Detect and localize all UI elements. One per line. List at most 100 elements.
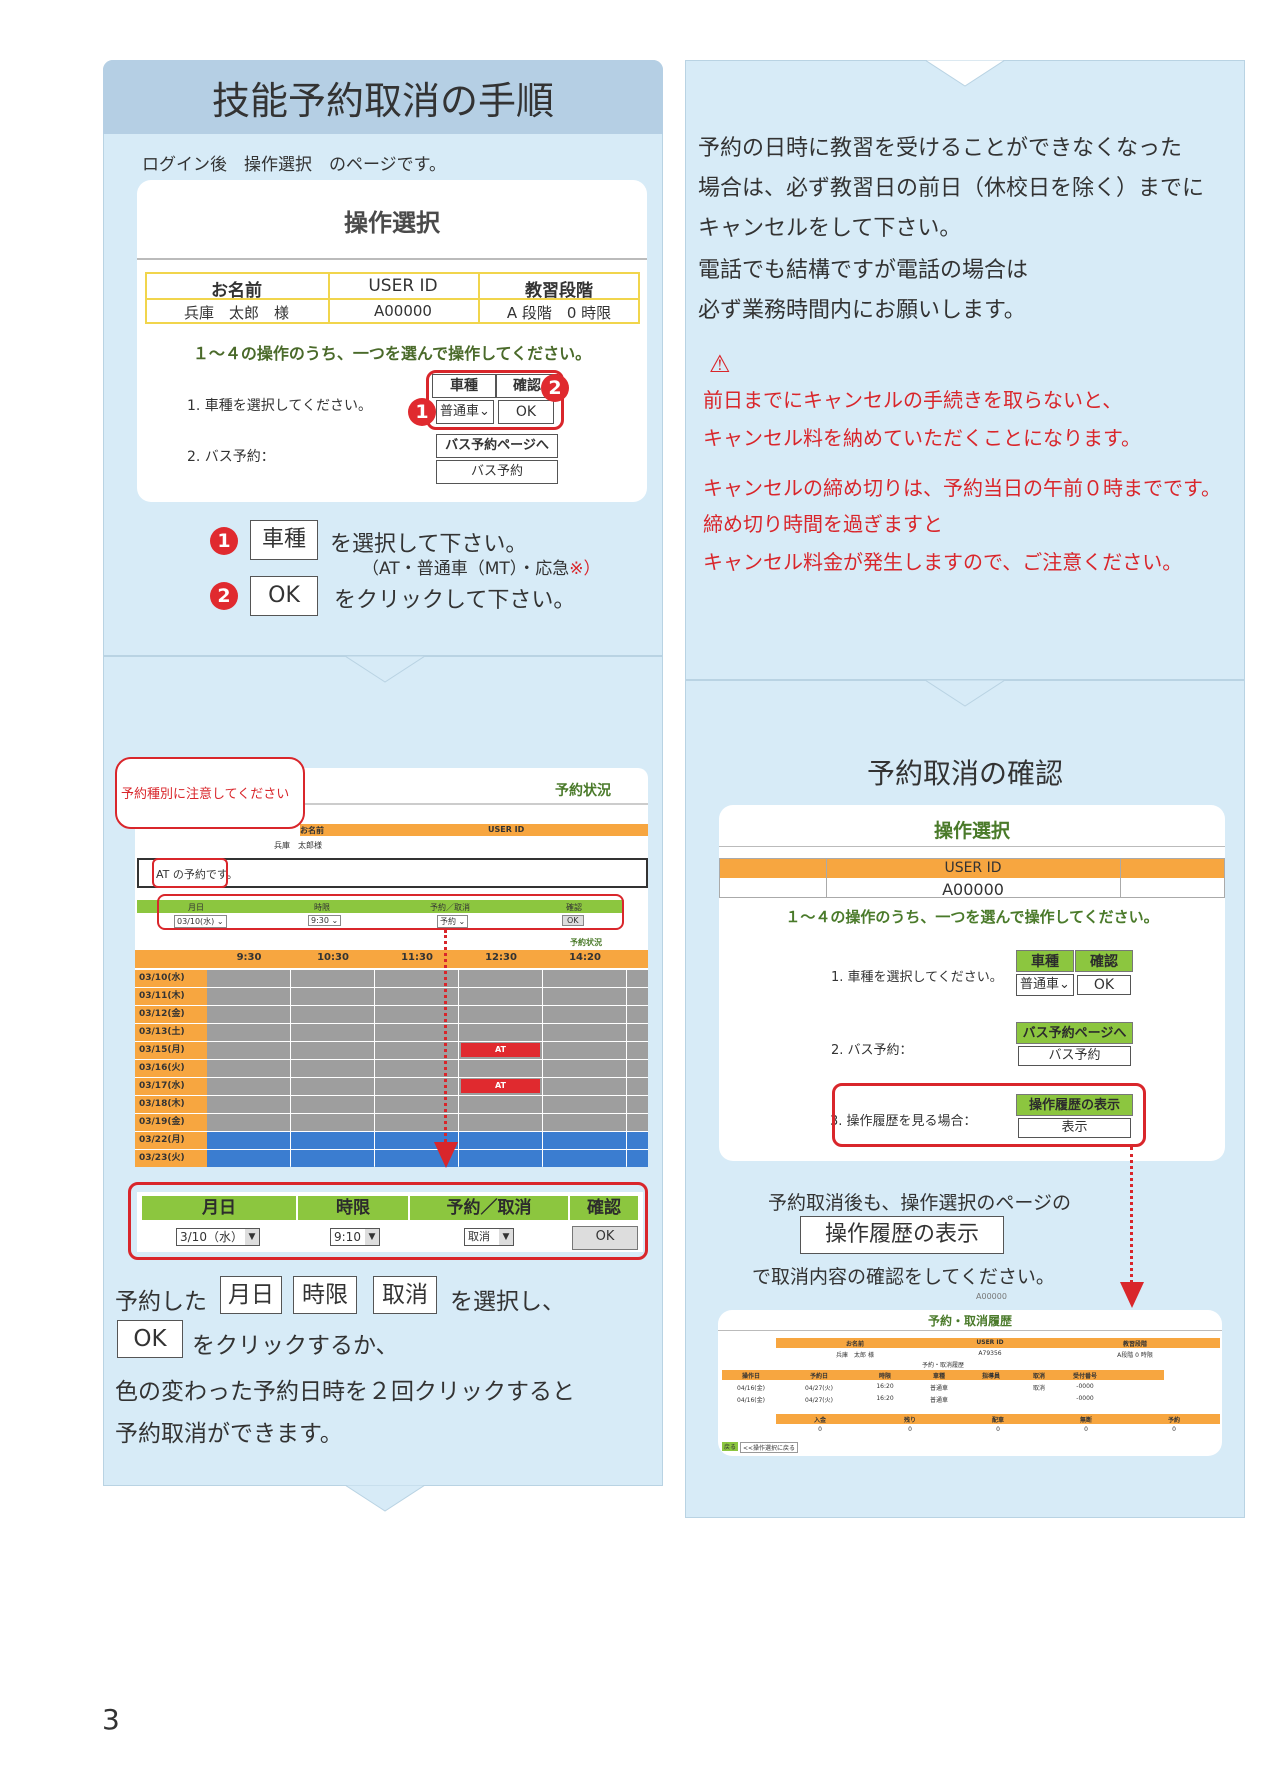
grid-date-7: 03/18(木) <box>135 1096 207 1113</box>
grid-date-9: 03/22(月) <box>135 1132 207 1149</box>
step1-marker: 1 <box>210 527 238 555</box>
history-sum-band <box>776 1414 1220 1424</box>
info-col-line1 <box>328 272 330 324</box>
box-period: 時限 <box>293 1276 357 1314</box>
arrow-line-left <box>444 930 447 1142</box>
arrow-line-right <box>1130 1147 1133 1283</box>
chevron-down-icon: ▼ <box>245 1229 259 1245</box>
grid-slot <box>627 1042 648 1059</box>
confirm-card-divider <box>719 846 1225 847</box>
grid-slot <box>543 1132 626 1149</box>
grid-slot <box>291 1042 374 1059</box>
grid-slot <box>207 1060 290 1077</box>
grid-date-3: 03/13(土) <box>135 1024 207 1041</box>
history-info-header: お名前 <box>845 1341 864 1348</box>
history-info-value: A段階 0 時限 <box>1117 1352 1153 1359</box>
history-row-2-cell: 16:20 <box>876 1395 894 1402</box>
big-period-value: 9:10 <box>334 1230 361 1244</box>
big-date-select[interactable]: 3/10（水）▼ <box>176 1228 260 1246</box>
grid-slot <box>207 1024 290 1041</box>
time-2: 11:30 <box>401 952 433 963</box>
grid-slot <box>291 1132 374 1149</box>
grid-slot <box>207 970 290 987</box>
grid-date-0: 03/10(水) <box>135 970 207 987</box>
grid-header <box>135 950 648 968</box>
arrow-head-right <box>1120 1282 1144 1308</box>
warning-icon: ⚠ <box>709 350 731 378</box>
grid-slot <box>291 988 374 1005</box>
grid-slot <box>627 1096 648 1113</box>
expl-text4: 予約取消ができます。 <box>115 1421 343 1447</box>
confirm-title: 予約取消の確認 <box>866 757 1063 790</box>
top-right-panel <box>685 60 1245 680</box>
confirm-bus-button[interactable]: バス予約 <box>1018 1046 1131 1066</box>
at-reservation[interactable]: AT <box>461 1079 540 1093</box>
ok-button[interactable]: OK <box>498 400 554 424</box>
confirm-car-select[interactable]: 普通車⌄ <box>1016 974 1074 996</box>
history-col-header: 操作日 <box>741 1373 760 1380</box>
grid-slot <box>627 970 648 987</box>
grid-date-2: 03/12(金) <box>135 1006 207 1023</box>
step1-text: を選択して下さい。 <box>330 532 528 557</box>
mini-v-ok[interactable]: OK <box>562 915 584 926</box>
confirm-user-header-band <box>719 858 1225 878</box>
card-divider <box>137 258 647 260</box>
big-action-value: 取消 <box>468 1230 490 1243</box>
time-0: 9:30 <box>236 952 262 963</box>
history-sum-value: 0 <box>996 1426 1000 1433</box>
confirm-ok-button[interactable]: OK <box>1077 975 1131 995</box>
grid-date-4: 03/15(月) <box>135 1042 207 1059</box>
screen-name-header <box>300 824 648 836</box>
history-back-button[interactable]: 戻る <box>722 1442 739 1451</box>
grid-slot <box>627 1078 648 1095</box>
history-col-header: 時限 <box>878 1373 891 1380</box>
grid-slot <box>291 970 374 987</box>
grid-slot <box>375 1024 458 1041</box>
mini-v-action[interactable]: 予約 ⌄ <box>437 915 469 928</box>
big-date-value: 3/10（水） <box>180 1230 243 1244</box>
mini-form-header <box>137 900 624 913</box>
grid-slot <box>459 1150 542 1167</box>
bus-header: バス予約ページへ <box>436 434 558 458</box>
big-h-period: 時限 <box>298 1196 408 1220</box>
notice-para3: キャンセルをして下さい。 <box>698 216 962 241</box>
time-4: 14:20 <box>569 952 601 963</box>
grid-slot <box>543 1078 626 1095</box>
grid-slot <box>459 1060 542 1077</box>
grid-date-8: 03/19(金) <box>135 1114 207 1131</box>
history-row-1-cell: 04/27(火) <box>805 1385 833 1392</box>
car-select[interactable]: 普通車⌄ <box>436 400 494 424</box>
bottom-right-notch <box>925 680 1005 707</box>
confirm-row1: 1. 車種を選択してください。 <box>831 970 1003 985</box>
step1-box: 車種 <box>250 520 318 560</box>
warn-line4: 締め切り時間を過ぎますと <box>703 512 943 536</box>
expl-text1b: を選択し、 <box>450 1289 565 1315</box>
step2-box: OK <box>250 576 318 616</box>
bottom-left-notch-top <box>345 656 425 683</box>
step1-sub-mark: ※） <box>569 559 601 579</box>
history-back-link[interactable]: <<操作選択に戻る <box>740 1442 799 1453</box>
at-reservation[interactable]: AT <box>461 1043 540 1057</box>
confirm-card-title: 操作選択 <box>933 820 1010 842</box>
big-ok-button[interactable]: OK <box>572 1226 638 1250</box>
confirm-user-header: USER ID <box>944 860 1002 876</box>
expl-text3: 色の変わった予約日時を２回クリックすると <box>115 1379 575 1405</box>
grid-slot <box>375 1096 458 1113</box>
history-col-header: 指導員 <box>981 1373 1000 1380</box>
big-period-select[interactable]: 9:10 ▼ <box>330 1228 380 1246</box>
screen-divider <box>300 803 648 805</box>
confirm-hist-button[interactable]: 表示 <box>1018 1118 1131 1138</box>
grid-slot <box>375 988 458 1005</box>
grid-slot <box>375 1060 458 1077</box>
notice-para4: 電話でも結構ですが電話の場合は <box>698 258 1029 283</box>
chevron-down-icon: ▼ <box>365 1229 379 1245</box>
mini-v-period[interactable]: 9:30 ⌄ <box>308 915 342 926</box>
big-action-select[interactable]: 取消▼ <box>464 1228 514 1246</box>
bus-button[interactable]: バス予約 <box>436 460 558 484</box>
history-row-2-cell: 04/27(火) <box>805 1397 833 1404</box>
grid-slot <box>459 1114 542 1131</box>
after-text1: 予約取消後も、操作選択のページの <box>768 1192 1072 1214</box>
confirm-bus-header: バス予約ページへ <box>1016 1022 1133 1044</box>
mini-v-date[interactable]: 03/10(水) ⌄ <box>174 915 227 928</box>
time-1: 10:30 <box>317 952 349 963</box>
